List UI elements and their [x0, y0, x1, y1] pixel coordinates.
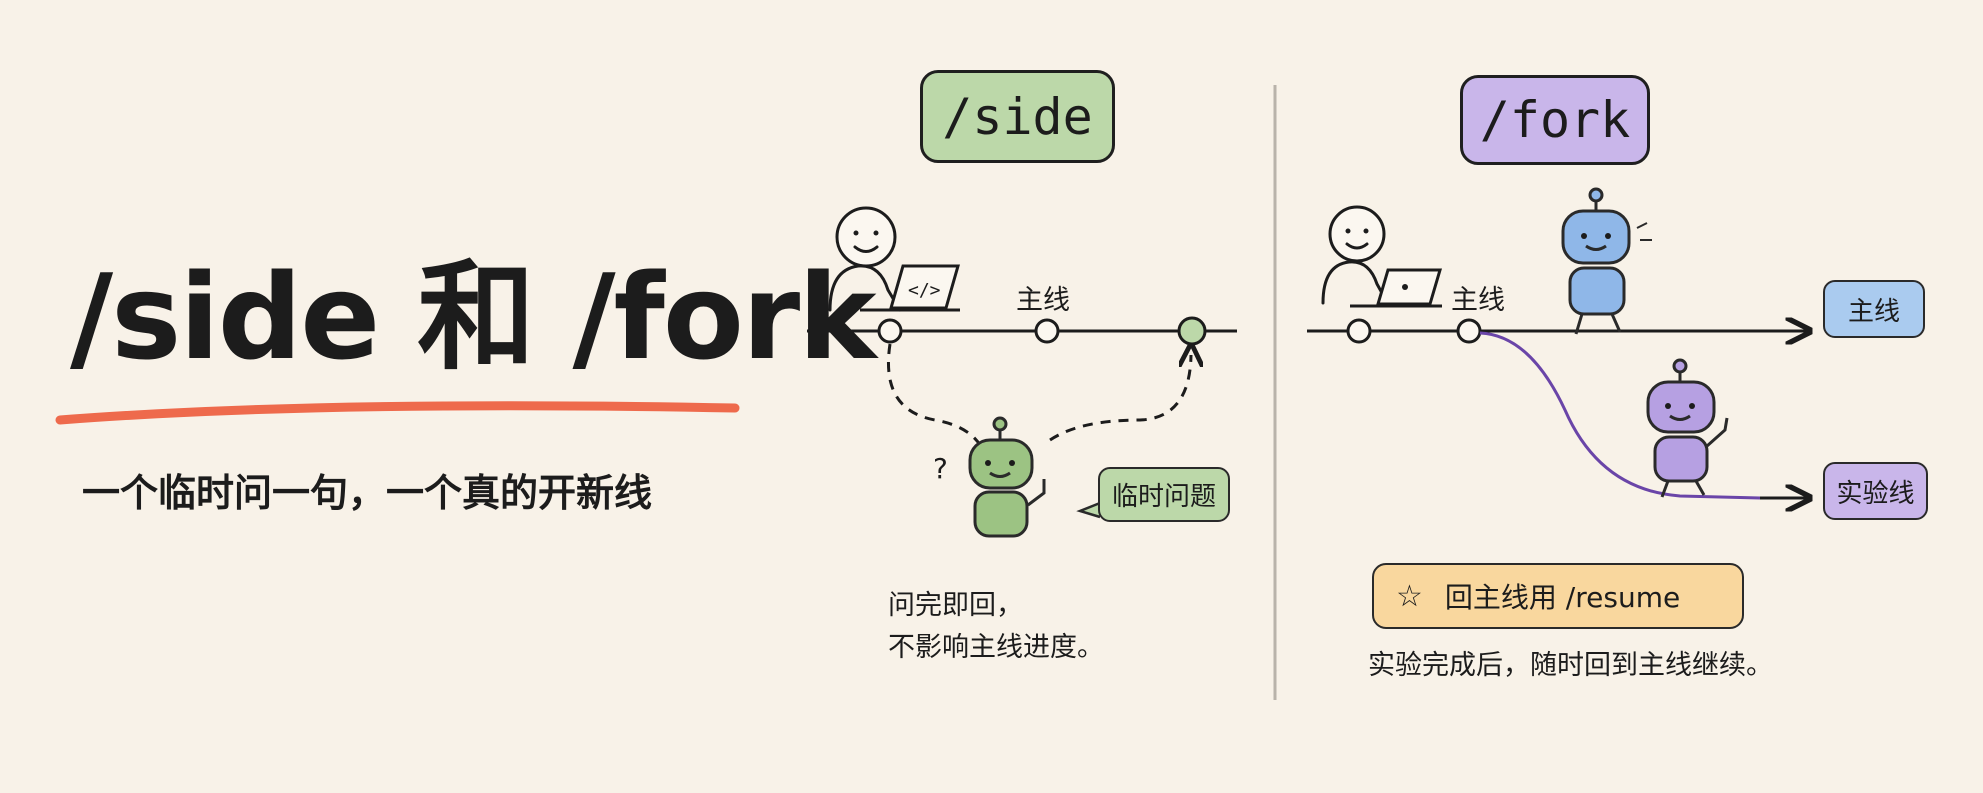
- robot-icon: [1561, 187, 1652, 335]
- side-note: 问完即回， 不影响主线进度。: [888, 585, 1104, 669]
- side-note-line1: 问完即回，: [888, 590, 1023, 621]
- star-icon: ☆: [1396, 578, 1423, 614]
- title-underline: [55, 401, 740, 425]
- fork-note: 实验完成后，随时回到主线继续。: [1368, 650, 1773, 681]
- fork-node-branch: [1456, 318, 1482, 344]
- resume-hint-box: ☆ 回主线用 /resume: [1372, 563, 1744, 629]
- person-icon: [1321, 205, 1389, 305]
- person-icon: [828, 206, 902, 312]
- side-node-mid: [1034, 318, 1060, 344]
- experiment-endpoint: 实验线: [1823, 462, 1928, 520]
- side-trip-back: [1049, 355, 1191, 442]
- laptop-icon: [1350, 268, 1443, 308]
- side-command-tag: /side: [920, 70, 1115, 163]
- side-trip-out: [887, 343, 987, 456]
- side-node-start: [877, 318, 903, 344]
- svg-text:</>: </>: [908, 280, 941, 301]
- svg-text:?: ?: [933, 452, 948, 485]
- bubble-tail: [1076, 501, 1101, 519]
- robot-icon: ?: [933, 416, 1046, 538]
- side-note-line2: 不影响主线进度。: [888, 632, 1104, 663]
- resume-hint-text: 回主线用 /resume: [1444, 581, 1681, 614]
- experiment-branch: [1479, 331, 1761, 500]
- laptop-code-icon: </>: [860, 264, 960, 312]
- temporary-question-bubble: 临时问题: [1098, 467, 1230, 522]
- side-mainline-label: 主线: [1016, 285, 1070, 316]
- robot-icon: [1646, 358, 1729, 498]
- main-title: /side 和 /fork: [70, 248, 877, 386]
- fork-command-tag: /fork: [1460, 75, 1650, 165]
- subtitle: 一个临时问一句，一个真的开新线: [82, 471, 653, 515]
- side-node-return: [1177, 316, 1207, 346]
- fork-mainline-label: 主线: [1451, 285, 1505, 316]
- fork-node-start: [1346, 318, 1372, 344]
- mainline-endpoint: 主线: [1823, 280, 1925, 338]
